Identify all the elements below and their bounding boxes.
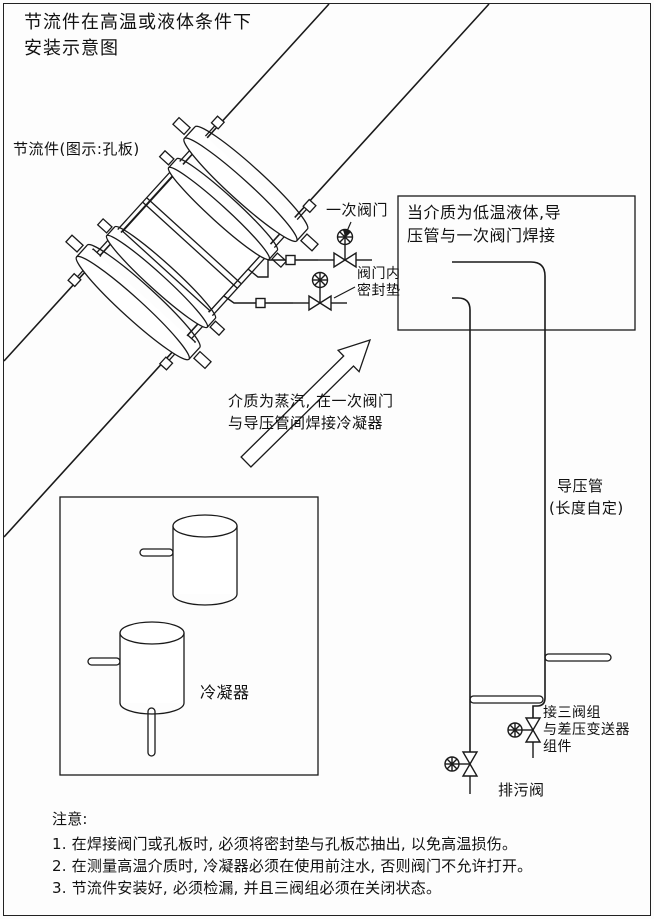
manifold-label-line2: 与差压变送器 [543,722,630,738]
label-leaders [333,221,356,299]
impulse-pipes [452,261,546,752]
valve-gasket-label-line1: 阀门内 [357,266,401,282]
impulse-pipe-label-line2: (长度自定) [549,499,624,517]
steam-note-line2: 与导压管间焊接冷凝器 [228,414,384,432]
valve-body [461,751,479,766]
tap-union-lower [255,297,266,309]
manifold-valve [507,717,542,758]
condenser-cylinder-2 [87,621,185,715]
flange-bolt [65,234,85,253]
valve-body [333,251,347,269]
impulse-pipe-left [452,297,471,752]
steam-note-line1: 介质为蒸汽, 在一次阀门 [228,392,394,410]
steam-note-arrow [240,338,372,468]
condenser-side-stub [139,548,174,557]
manifold-label-line3: 组件 [543,739,572,755]
orifice-plate [146,197,242,285]
drain-valve-label: 排污阀 [498,781,545,799]
valve-body [524,717,542,732]
ring-bolt [209,320,226,337]
condenser-label: 冷凝器 [200,683,250,702]
valve-body [343,251,357,269]
valve-body [308,294,322,312]
ring-bolt [158,149,175,166]
condenser-box [59,496,319,776]
primary-valve-leader [346,221,352,231]
note-item-3: 3. 节流件安装好, 必须检漏, 并且三阀组必须在关闭状态。 [52,879,442,897]
face-bolt [296,208,307,221]
orifice-plate [142,201,238,289]
tap-union-upper [285,254,296,266]
note-item-1: 1. 在焊接阀门或孔板时, 必须将密封垫与孔板芯抽出, 以免高温损伤。 [52,835,518,853]
tap-line-lower [223,295,293,304]
drain-valve [444,751,479,794]
face-bolt-head [67,272,82,288]
pressure-taps [223,254,318,309]
condenser-cylinder-1 [139,514,238,606]
face-bolt-head [210,115,226,130]
flange-left [75,243,201,361]
throttle-element-label: 节流件(图示:孔板) [13,140,140,158]
carrier-ring-left [105,225,217,329]
tap-stub-right [544,653,612,662]
gasket-leader [333,286,356,299]
flange-right [183,125,309,243]
ring-bolt [96,217,113,234]
valve-gasket-label-line2: 密封垫 [357,283,401,299]
impulse-pipe-label-line1: 导压管 [557,477,604,495]
note-item-2: 2. 在测量高温介质时, 冷凝器必须在使用前注水, 否则阀门不允许打开。 [52,857,533,875]
primary-valve-2 [293,271,347,312]
carrier-ring-right [167,157,279,261]
impulse-pipe-right-elbow [532,697,546,718]
page-title-line2: 安装示意图 [24,38,119,59]
impulse-pipe-right [452,261,546,698]
primary-valve-leader-arrowhead [342,229,351,237]
orifice-flange-assembly [65,115,319,371]
low-temp-note-box [397,195,636,331]
page-title-line1: 节流件在高温或液体条件下 [24,12,252,33]
face-bolt-head [158,356,174,371]
condenser-side-stub [87,657,121,666]
primary-valve-label: 一次阀门 [326,201,389,219]
low-temp-note-line1: 当介质为低温液体,导 [407,203,562,222]
low-temp-note-line2: 压管与一次阀门焊接 [407,226,556,245]
flange-bolt [192,350,212,370]
valve-body [461,762,479,777]
flange-bolt [299,233,319,252]
tap-line-upper [247,259,318,278]
valve-body [524,728,542,743]
primary-valve-1 [318,228,372,269]
notes-heading: 注意: [52,810,88,828]
face-bolt [204,125,216,137]
condenser-bottom-stub [147,707,156,757]
manifold-label-line1: 接三阀组 [543,705,601,721]
valve-body [318,294,332,312]
face-bolt-head [302,198,317,214]
flange-bolt [172,116,192,136]
tap-stub-left [469,695,544,704]
